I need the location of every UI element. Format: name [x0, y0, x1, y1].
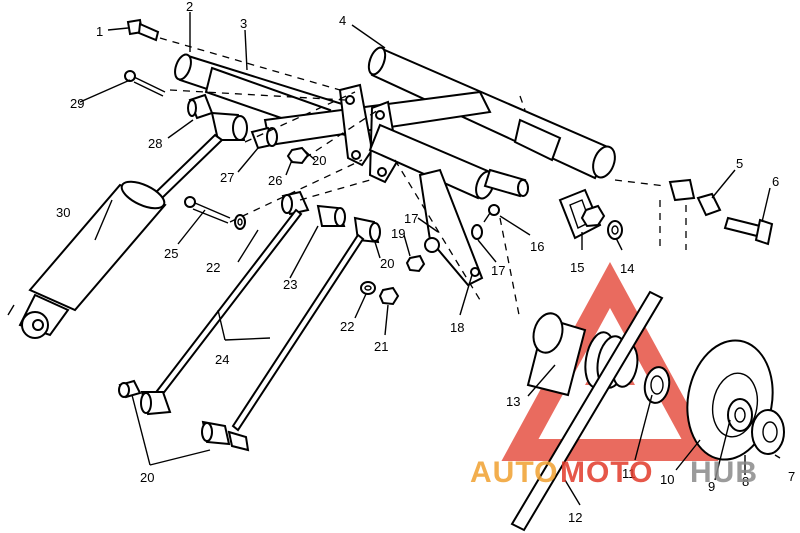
- bolt-25-icon: [184, 196, 231, 224]
- callout-4: 4: [339, 13, 346, 28]
- watermark-text-auto: AUTO: [470, 456, 558, 489]
- bearing-9-icon: [727, 398, 753, 432]
- callout-18: 18: [450, 320, 464, 335]
- callout-30: 30: [56, 205, 70, 220]
- nut-26-icon: [286, 146, 310, 165]
- callout-24: 24: [215, 352, 229, 367]
- bolt-6-icon: [723, 216, 774, 246]
- washer-22-upper-icon: [234, 214, 246, 230]
- callout-25: 25: [164, 246, 178, 261]
- watermark-text: AUTO MOTO HUB: [470, 456, 758, 489]
- leader-lines: [79, 12, 781, 506]
- bolt-16-icon: [483, 204, 500, 223]
- callout-12: 12: [568, 510, 582, 525]
- watermark-text-hub: HUB: [690, 456, 758, 489]
- bushing-28-icon: [187, 93, 214, 120]
- callout-22-upper: 22: [206, 260, 220, 275]
- torque-rod-24: [155, 208, 365, 432]
- callout-6: 6: [772, 174, 779, 189]
- callout-8: 8: [742, 474, 749, 489]
- bushing-27-icon: [250, 126, 278, 150]
- washer-11-icon: [643, 366, 671, 404]
- axle-12-icon: [510, 290, 664, 532]
- callout-23: 23: [283, 277, 297, 292]
- bushing-23-icon: [316, 204, 346, 227]
- callout-21: 21: [374, 339, 388, 354]
- spacer-13-icon: [526, 312, 587, 397]
- clip-5-icon: [668, 178, 722, 217]
- watermark-text-moto: MOTO: [560, 456, 653, 489]
- callout-3: 3: [240, 16, 247, 31]
- bolt-1-icon: [126, 18, 160, 42]
- callout-16: 16: [530, 239, 544, 254]
- callout-20-upper: 20: [312, 153, 326, 168]
- callout-20-lower: 20: [140, 470, 154, 485]
- shock-absorber-30: [7, 133, 224, 339]
- callout-22-lower: 22: [340, 319, 354, 334]
- swing-arm-assembly: [174, 46, 616, 287]
- callout-17-upper: 17: [404, 211, 418, 226]
- plate-15-icon: [558, 188, 606, 240]
- callout-27: 27: [220, 170, 234, 185]
- nut-21-icon: [378, 286, 400, 306]
- callout-28: 28: [148, 136, 162, 151]
- callout-17-lower: 17: [491, 263, 505, 278]
- washer-22-lower-icon: [360, 281, 376, 295]
- callout-9: 9: [708, 479, 715, 494]
- callout-19: 19: [391, 226, 405, 241]
- washer-17-icon: [471, 224, 483, 240]
- callout-labels: 1 2 3 4 5 6 7 8 9 10 11 12 13 14 15 16 1…: [56, 0, 795, 525]
- callout-20-mid: 20: [380, 256, 394, 271]
- nut-19-icon: [405, 254, 426, 273]
- bushing-20-upper-icon: [281, 190, 310, 216]
- callout-10: 10: [660, 472, 674, 487]
- callout-2: 2: [186, 0, 193, 14]
- callout-1: 1: [96, 24, 103, 39]
- callout-15: 15: [570, 260, 584, 275]
- callout-11: 11: [622, 466, 636, 481]
- callout-29: 29: [70, 96, 84, 111]
- bolt-29-icon: [124, 70, 166, 97]
- callout-26: 26: [268, 173, 282, 188]
- callout-7: 7: [788, 469, 795, 484]
- callout-5: 5: [736, 156, 743, 171]
- callout-13: 13: [506, 394, 520, 409]
- shock-mount-sleeve-icon: [210, 111, 248, 141]
- cap-7-icon: [751, 409, 785, 455]
- washer-14-icon: [607, 220, 623, 240]
- callout-14: 14: [620, 261, 634, 276]
- bushing-20-lower-right-icon: [140, 391, 250, 452]
- bushing-20-lower-left-icon: [118, 379, 142, 399]
